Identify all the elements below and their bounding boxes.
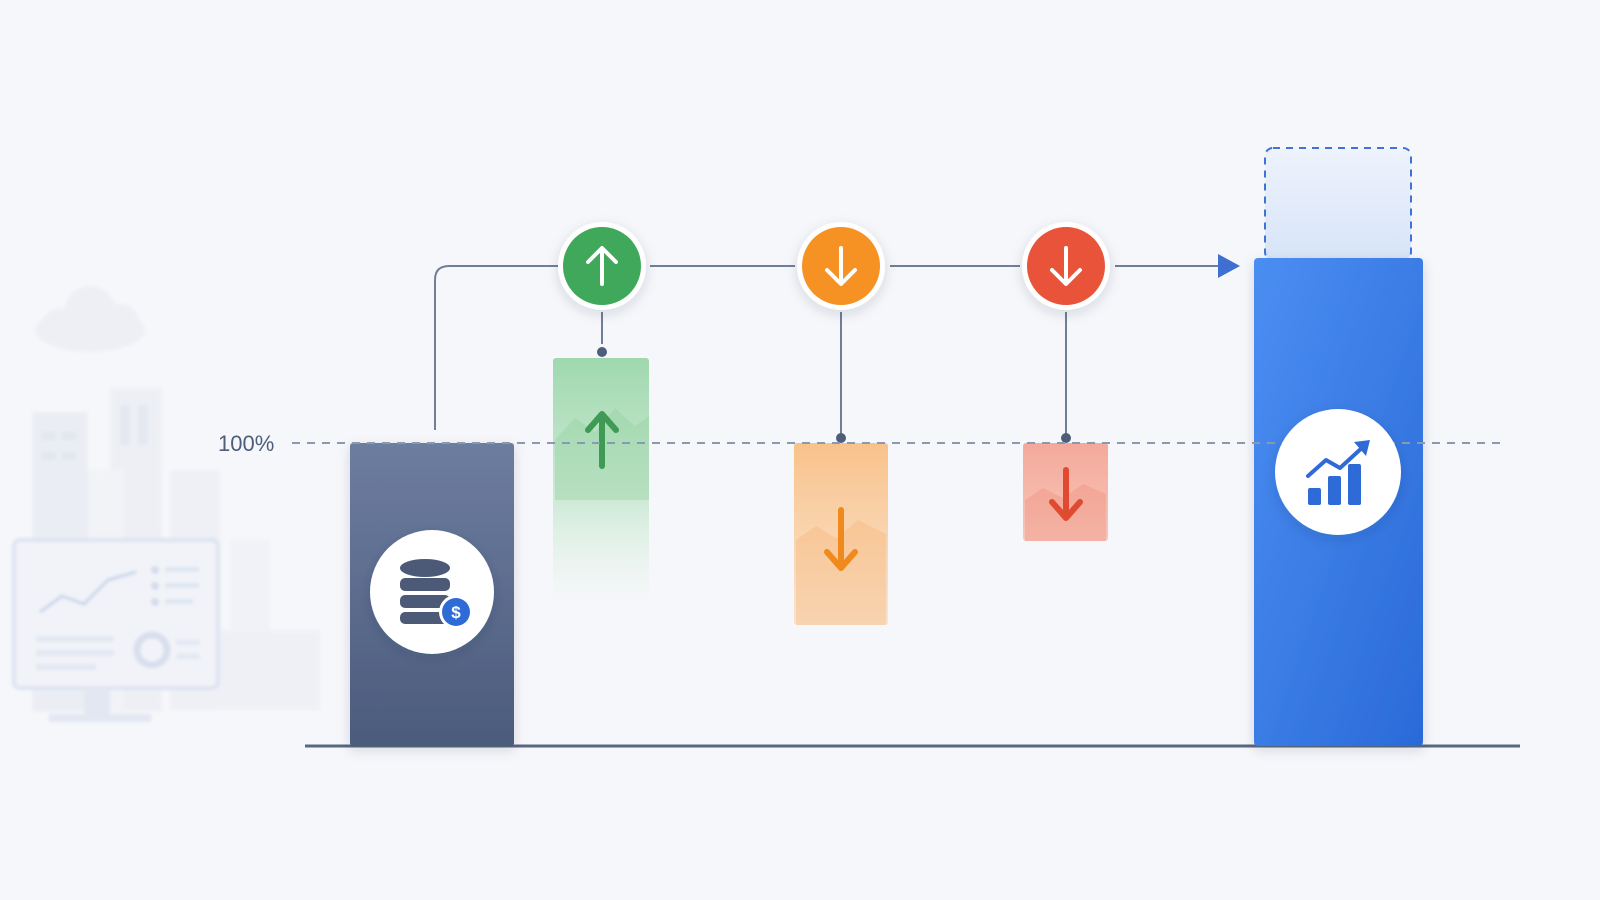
cloud-icon (35, 286, 145, 352)
step-2-decrease-bar (794, 443, 888, 625)
flow-connector (434, 254, 1240, 434)
step-3-decrease-bar (1023, 443, 1108, 541)
monitor-dashboard-icon (12, 538, 220, 722)
step-1-badge (558, 222, 646, 310)
step-1-anchor-dot (597, 347, 607, 357)
step-1-increase-bar (553, 358, 649, 608)
dollar-sign: $ (451, 603, 461, 622)
step-3-anchor-dot (1061, 433, 1071, 443)
arrow-down-icon (1049, 467, 1083, 521)
arrow-up-icon (586, 246, 618, 286)
bar-chart-trend-icon (1275, 409, 1401, 535)
step-2-anchor-dot (836, 433, 846, 443)
arrow-down-icon (1050, 246, 1082, 286)
arrow-up-icon (585, 411, 619, 469)
database-dollar-icon: $ (370, 530, 494, 654)
background-illustration (12, 286, 320, 722)
step-3-badge (1022, 222, 1110, 310)
reference-line-label: 100% (218, 431, 274, 456)
flow-arrowhead (1218, 254, 1240, 278)
arrow-down-icon (825, 246, 857, 286)
arrow-down-icon (824, 507, 858, 571)
step-2-badge (797, 222, 885, 310)
result-projected-extension (1264, 147, 1412, 261)
